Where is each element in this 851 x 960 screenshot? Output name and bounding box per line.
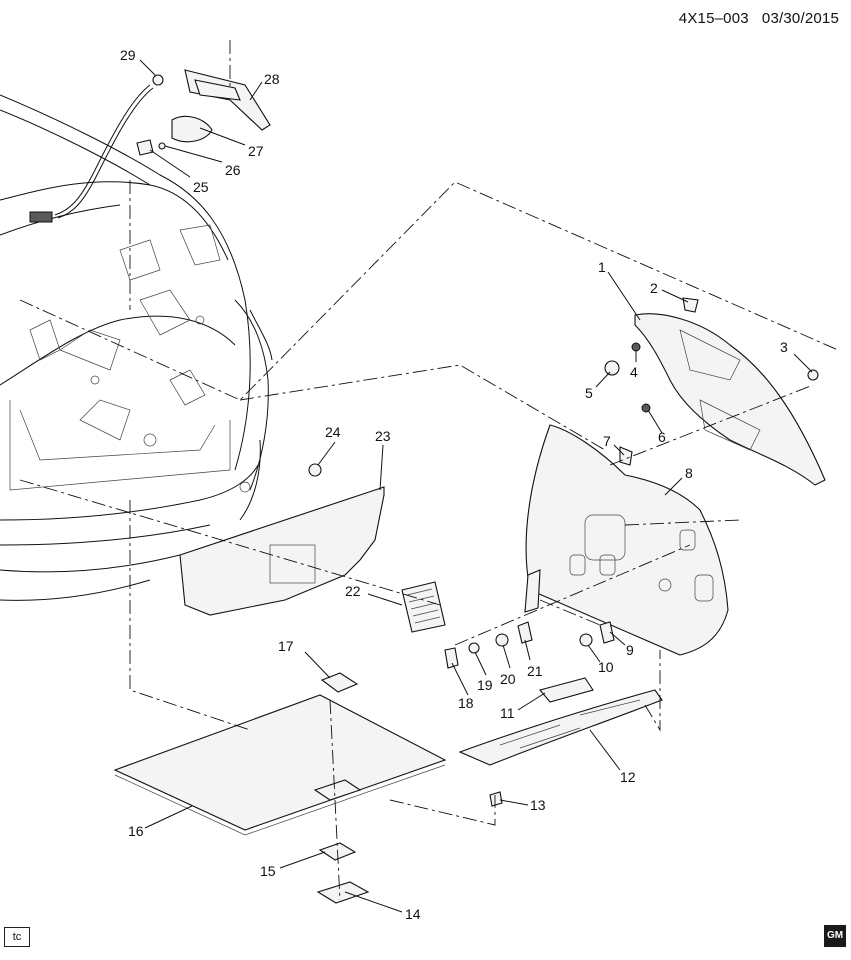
callout-16: 16 [128,823,144,839]
callout-labels: 1 2 3 4 5 6 7 8 9 10 11 12 13 14 15 16 1… [120,47,788,922]
callout-26: 26 [225,162,241,178]
callout-7: 7 [603,433,611,449]
callout-25: 25 [193,179,209,195]
projection-lines [19,40,839,901]
liftgate-handle-assembly [29,69,271,223]
callout-14: 14 [405,906,421,922]
callout-2: 2 [650,280,658,296]
callout-27: 27 [248,143,264,159]
callout-8: 8 [685,465,693,481]
callout-20: 20 [500,671,516,687]
callout-15: 15 [260,863,276,879]
speaker-grille [401,581,446,633]
callout-12: 12 [620,769,636,785]
vehicle-rear-body [0,94,273,601]
callout-1: 1 [598,259,606,275]
callout-24: 24 [325,424,341,440]
callout-21: 21 [527,663,543,679]
callout-19: 19 [477,677,493,693]
callout-5: 5 [585,385,593,401]
callout-6: 6 [658,429,666,445]
callout-3: 3 [780,339,788,355]
callout-18: 18 [458,695,474,711]
upper-quarter-trim [604,297,826,486]
diagram-date: 03/30/2015 [761,10,839,27]
callout-28: 28 [264,71,280,87]
leader-lines [139,59,813,913]
diagram-code: 4X15–003 [678,10,749,27]
callout-23: 23 [375,428,391,444]
callout-4: 4 [630,364,638,380]
callout-11: 11 [500,705,515,721]
callout-17: 17 [278,638,294,654]
callout-29: 29 [120,47,136,63]
rear-sill-plate [458,677,663,807]
gm-logo: GM [824,925,846,947]
cargo-panel [179,463,385,616]
callout-10: 10 [598,659,614,675]
callout-9: 9 [626,642,634,658]
quarter-trim-panel [524,424,729,656]
tc-badge: tc [4,927,30,947]
diagram-reference-header: 4X15–003 03/30/2015 [679,10,839,27]
load-floor-panel [113,672,447,904]
fastener-set [444,621,615,669]
callout-22: 22 [345,583,361,599]
callout-13: 13 [530,797,546,813]
